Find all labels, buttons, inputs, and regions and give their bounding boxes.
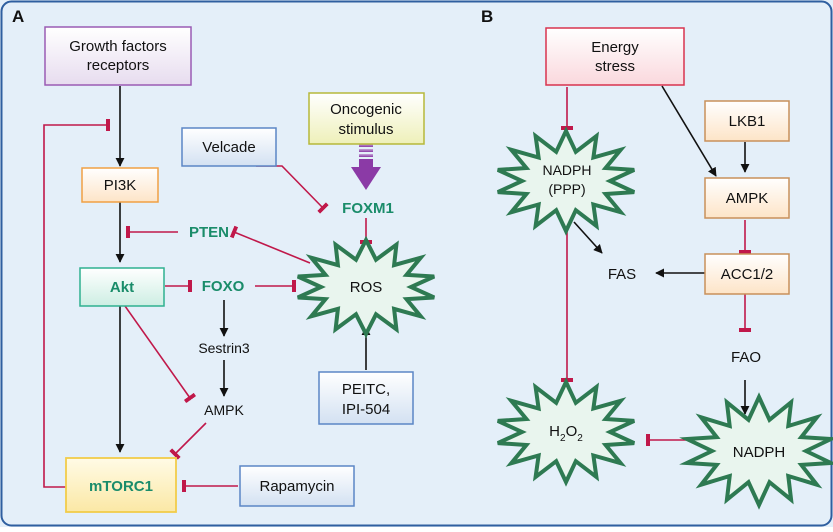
energy-stress-line2: stress (595, 58, 635, 75)
mtorc1-label: mTORC1 (89, 478, 153, 495)
growth-factors-line1: Growth factors (69, 38, 167, 55)
node-nadph-ppp: NADPH (PPP) (496, 126, 636, 236)
akt-label: Akt (110, 279, 134, 296)
oncogenic-arrow (351, 144, 381, 190)
node-nadph: NADPH (679, 392, 833, 510)
nadph-ppp-line1: NADPH (542, 162, 591, 178)
node-oncogenic-stimulus: Oncogenic stimulus (308, 92, 425, 145)
edge-akt-ampk (124, 305, 197, 404)
peitc-line1: PEITC, (342, 381, 390, 398)
h2o2-label: H2O2 (549, 423, 583, 444)
node-akt: Akt (79, 267, 165, 307)
fao-label: FAO (731, 349, 761, 366)
node-velcade: Velcade (181, 127, 277, 167)
foxm1-label: FOXM1 (342, 200, 394, 217)
edge-ros-pten (229, 225, 311, 264)
ros-label: ROS (350, 279, 383, 296)
node-lkb1: LKB1 (704, 100, 790, 142)
ampk-b-label: AMPK (726, 190, 769, 207)
pi3k-label: PI3K (104, 177, 137, 194)
panel-a-letter: A (12, 7, 24, 26)
sestrin3-label: Sestrin3 (198, 340, 250, 356)
panel-b-letter: B (481, 7, 493, 26)
edge-nadphppp-fas (573, 221, 603, 254)
node-acc: ACC1/2 (704, 253, 790, 295)
edge-ampk-mtorc1 (169, 422, 207, 460)
velcade-label: Velcade (202, 139, 255, 156)
panel-b-edges (561, 85, 751, 446)
lkb1-label: LKB1 (729, 113, 766, 130)
node-rapamycin: Rapamycin (239, 465, 355, 507)
foxo-label: FOXO (202, 278, 245, 295)
edge-mtorc1-feedback (43, 119, 110, 488)
energy-stress-line1: Energy (591, 39, 639, 56)
node-mtorc1: mTORC1 (65, 457, 177, 513)
node-energy-stress: Energy stress (545, 27, 685, 86)
oncogenic-line1: Oncogenic (330, 101, 402, 118)
edge-energy-ampk (661, 85, 717, 177)
acc-label: ACC1/2 (721, 266, 774, 283)
node-peitc: PEITC, IPI-504 (318, 371, 414, 425)
pten-label: PTEN (189, 224, 229, 241)
growth-factors-line2: receptors (87, 57, 150, 74)
ros-burst (296, 235, 436, 339)
node-ros: ROS (296, 235, 436, 339)
nadph-burst (679, 392, 833, 510)
node-pi3k: PI3K (81, 167, 159, 203)
node-h2o2: H2O2 (496, 377, 636, 487)
h2o2-burst (496, 377, 636, 487)
oncogenic-line2: stimulus (338, 121, 393, 138)
nadph-label: NADPH (733, 444, 786, 461)
peitc-line2: IPI-504 (342, 401, 390, 418)
node-growth-factors: Growth factors receptors (44, 26, 192, 86)
fas-label: FAS (608, 266, 636, 283)
nadph-ppp-burst (496, 126, 636, 236)
node-ampk-b: AMPK (704, 177, 790, 219)
rapamycin-label: Rapamycin (259, 478, 334, 495)
nadph-ppp-line2: (PPP) (548, 181, 585, 197)
ampk-a-label: AMPK (204, 402, 244, 418)
